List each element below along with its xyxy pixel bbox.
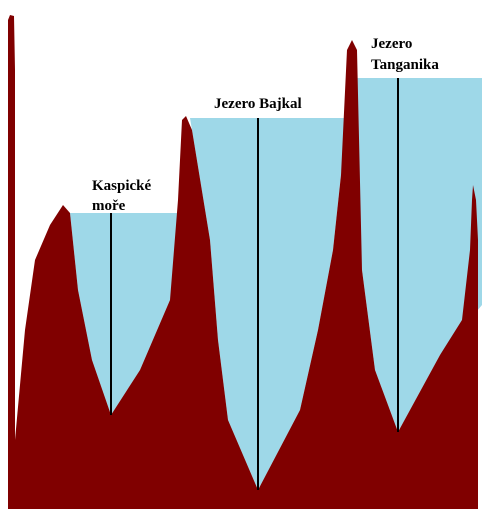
water-kaspicke-more (70, 213, 200, 415)
label-kaspicke-more: Kaspické moře (92, 178, 155, 214)
terrain (8, 15, 478, 509)
label-kaspicke-more-line-2: moře (92, 198, 126, 214)
water-jezero-bajkal (190, 118, 347, 490)
label-jezero-bajkal: Jezero Bajkal (214, 96, 302, 112)
label-jezero-bajkal-line-1: Jezero Bajkal (214, 96, 302, 112)
label-jezero-tanganika-line-1: Jezero (371, 36, 412, 52)
label-kaspicke-more-line-1: Kaspické (92, 178, 152, 194)
label-jezero-tanganika-line-2: Tanganika (371, 57, 439, 73)
label-jezero-tanganika: Jezero Tanganika (371, 36, 439, 73)
